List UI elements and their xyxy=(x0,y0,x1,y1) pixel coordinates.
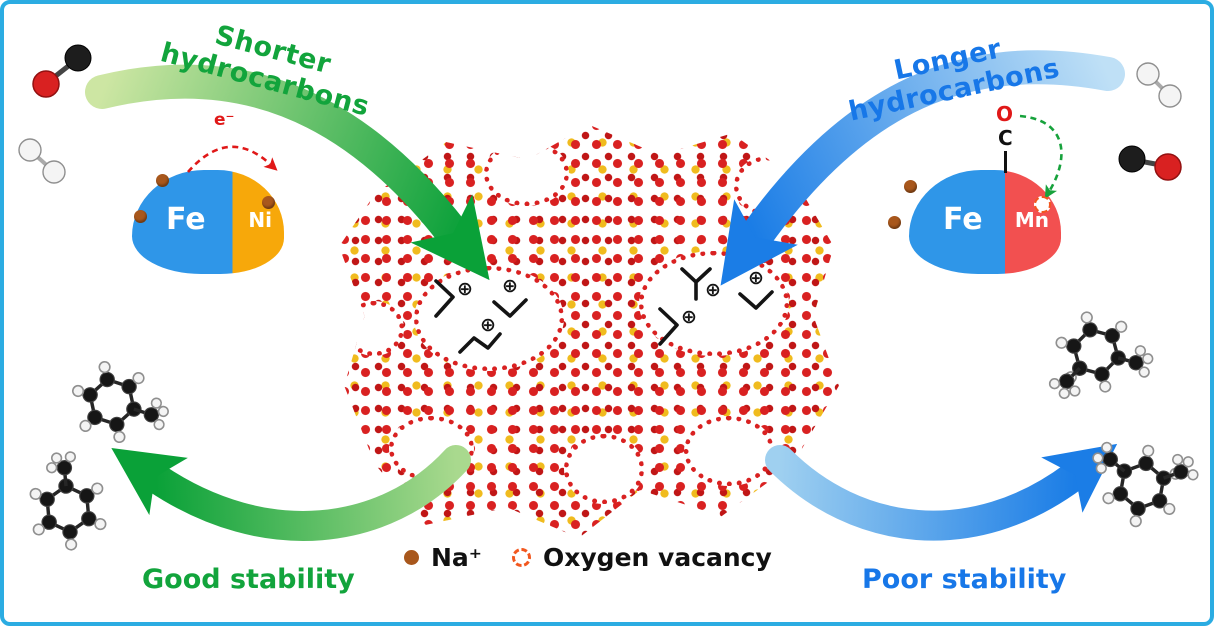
carbocation-symbol: ⊕ xyxy=(434,278,473,318)
co-adsorbate-oxygen: O xyxy=(996,102,1014,126)
carbocation-symbol: ⊕ xyxy=(738,268,774,310)
na-plus-dot xyxy=(156,174,169,187)
zeolite-pore xyxy=(389,416,474,481)
ni-label: Ni xyxy=(248,208,272,232)
svg-text:⊕: ⊕ xyxy=(681,306,697,328)
molecule-aromatic xyxy=(1075,405,1210,540)
stability-good-label: Good stability xyxy=(142,564,355,595)
catalyst-particle-feni: Fe Ni xyxy=(132,170,284,274)
headline-shorter-hydrocarbons: Shorter hydrocarbons xyxy=(157,19,373,123)
molecule-co xyxy=(32,44,92,98)
stability-poor-label: Poor stability xyxy=(862,564,1067,595)
na-plus-dot xyxy=(134,210,147,223)
svg-text:⊕: ⊕ xyxy=(705,279,721,301)
svg-text:⊕: ⊕ xyxy=(748,268,764,289)
svg-text:⊕: ⊕ xyxy=(480,316,496,336)
carbocation-symbol: ⊕ xyxy=(458,316,502,354)
carbocation-symbol: ⊕ xyxy=(492,276,528,318)
zeolite-pore xyxy=(684,416,774,486)
na-plus-dot xyxy=(888,216,901,229)
catalyst-particle-femn: Fe Mn xyxy=(909,170,1061,274)
vacancy-transfer-arrow xyxy=(1019,114,1063,199)
carbocation-symbol: ⊕ xyxy=(658,306,697,346)
legend-vacancy-icon xyxy=(512,548,531,567)
legend-na-label: Na⁺ xyxy=(431,543,482,572)
electron-transfer-label: e⁻ xyxy=(214,110,235,130)
svg-text:⊕: ⊕ xyxy=(457,278,473,300)
molecule-h2 xyxy=(1136,62,1182,108)
co-adsorbate-bond xyxy=(1004,151,1007,173)
carbocation-symbol: ⊕ xyxy=(680,267,721,301)
zeolite-pore xyxy=(344,301,404,356)
molecule-aromatic xyxy=(62,355,177,454)
zeolite-pore xyxy=(734,156,804,216)
arrow-poor-blue xyxy=(765,443,1118,541)
legend: Na⁺ Oxygen vacancy xyxy=(404,543,772,572)
legend-na-dot xyxy=(404,550,419,565)
molecule-aromatic xyxy=(27,449,108,552)
oxygen-vacancy-circle xyxy=(1034,196,1051,213)
fe-label: Fe xyxy=(166,202,206,237)
svg-text:⊕: ⊕ xyxy=(502,276,518,297)
fe-label: Fe xyxy=(943,202,983,237)
molecule-aromatic xyxy=(1042,306,1161,422)
zeolite-framework: ⊕ ⊕ ⊕ ⊕ ⊕ ⊕ xyxy=(339,124,839,538)
legend-vacancy-label: Oxygen vacancy xyxy=(543,543,772,572)
zeolite-pore xyxy=(564,434,644,504)
electron-transfer-arrow xyxy=(187,145,278,173)
zeolite-pore xyxy=(484,141,569,206)
molecule-co xyxy=(1118,145,1182,181)
molecule-h2 xyxy=(18,138,66,184)
na-plus-dot xyxy=(262,196,275,209)
co-adsorbate-carbon: C xyxy=(998,126,1013,150)
na-plus-dot xyxy=(904,180,917,193)
